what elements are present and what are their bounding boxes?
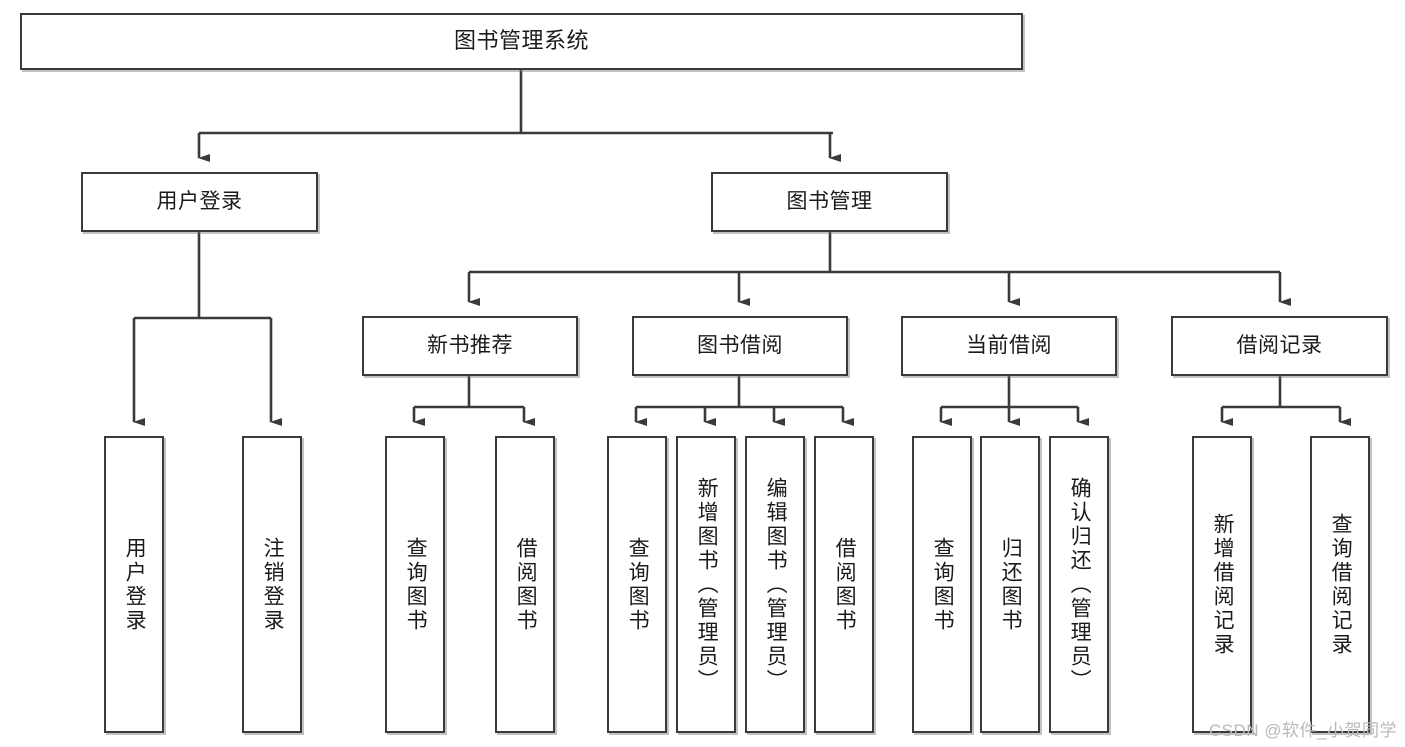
node-label: 新增图书（管理员）	[695, 476, 719, 693]
leaf-borrow-record-query-record[interactable]: 查询借阅记录	[1310, 436, 1370, 733]
node-label: 新书推荐	[427, 334, 513, 358]
leaf-book-borrow-borrow-book[interactable]: 借阅图书	[814, 436, 874, 733]
leaf-new-book-query-book[interactable]: 查询图书	[385, 436, 445, 733]
node-label: 注销登录	[261, 536, 285, 633]
node-book-borrowing[interactable]: 图书借阅	[632, 316, 848, 376]
leaf-current-borrow-return-book[interactable]: 归还图书	[980, 436, 1040, 733]
leaf-borrow-record-add-record[interactable]: 新增借阅记录	[1192, 436, 1252, 733]
node-user-login[interactable]: 用户登录	[81, 172, 318, 232]
node-label: 借阅图书	[514, 536, 538, 633]
node-label: 图书管理系统	[453, 28, 589, 54]
node-label: 新增借阅记录	[1211, 512, 1235, 657]
node-label: 借阅记录	[1236, 334, 1323, 358]
node-label: 查询图书	[931, 536, 955, 633]
leaf-current-borrow-confirm-return-admin[interactable]: 确认归还（管理员）	[1049, 436, 1109, 733]
leaf-new-book-borrow-book[interactable]: 借阅图书	[495, 436, 555, 733]
node-root-book-management-system[interactable]: 图书管理系统	[20, 13, 1023, 70]
node-label: 查询图书	[626, 536, 650, 633]
leaf-user-login-logout[interactable]: 注销登录	[242, 436, 302, 733]
node-label: 确认归还（管理员）	[1068, 476, 1092, 693]
node-label: 图书管理	[786, 190, 873, 214]
node-new-book-recommendation[interactable]: 新书推荐	[362, 316, 578, 376]
node-label: 用户登录	[123, 536, 147, 633]
node-label: 查询图书	[404, 536, 428, 633]
node-label: 查询借阅记录	[1329, 512, 1353, 657]
node-label: 编辑图书（管理员）	[764, 476, 788, 693]
node-book-management[interactable]: 图书管理	[711, 172, 948, 232]
node-label: 用户登录	[156, 190, 243, 214]
leaf-current-borrow-query-book[interactable]: 查询图书	[912, 436, 972, 733]
leaf-book-borrow-query-book[interactable]: 查询图书	[607, 436, 667, 733]
leaf-user-login-login[interactable]: 用户登录	[104, 436, 164, 733]
node-label: 借阅图书	[833, 536, 857, 633]
node-borrowing-record[interactable]: 借阅记录	[1171, 316, 1388, 376]
node-current-borrowing[interactable]: 当前借阅	[901, 316, 1117, 376]
leaf-book-borrow-add-book-admin[interactable]: 新增图书（管理员）	[676, 436, 736, 733]
leaf-book-borrow-edit-book-admin[interactable]: 编辑图书（管理员）	[745, 436, 805, 733]
node-label: 当前借阅	[966, 334, 1052, 358]
csdn-watermark: CSDN @软件_小贺同学	[1208, 721, 1397, 740]
node-label: 图书借阅	[697, 334, 783, 358]
node-label: 归还图书	[999, 536, 1023, 633]
